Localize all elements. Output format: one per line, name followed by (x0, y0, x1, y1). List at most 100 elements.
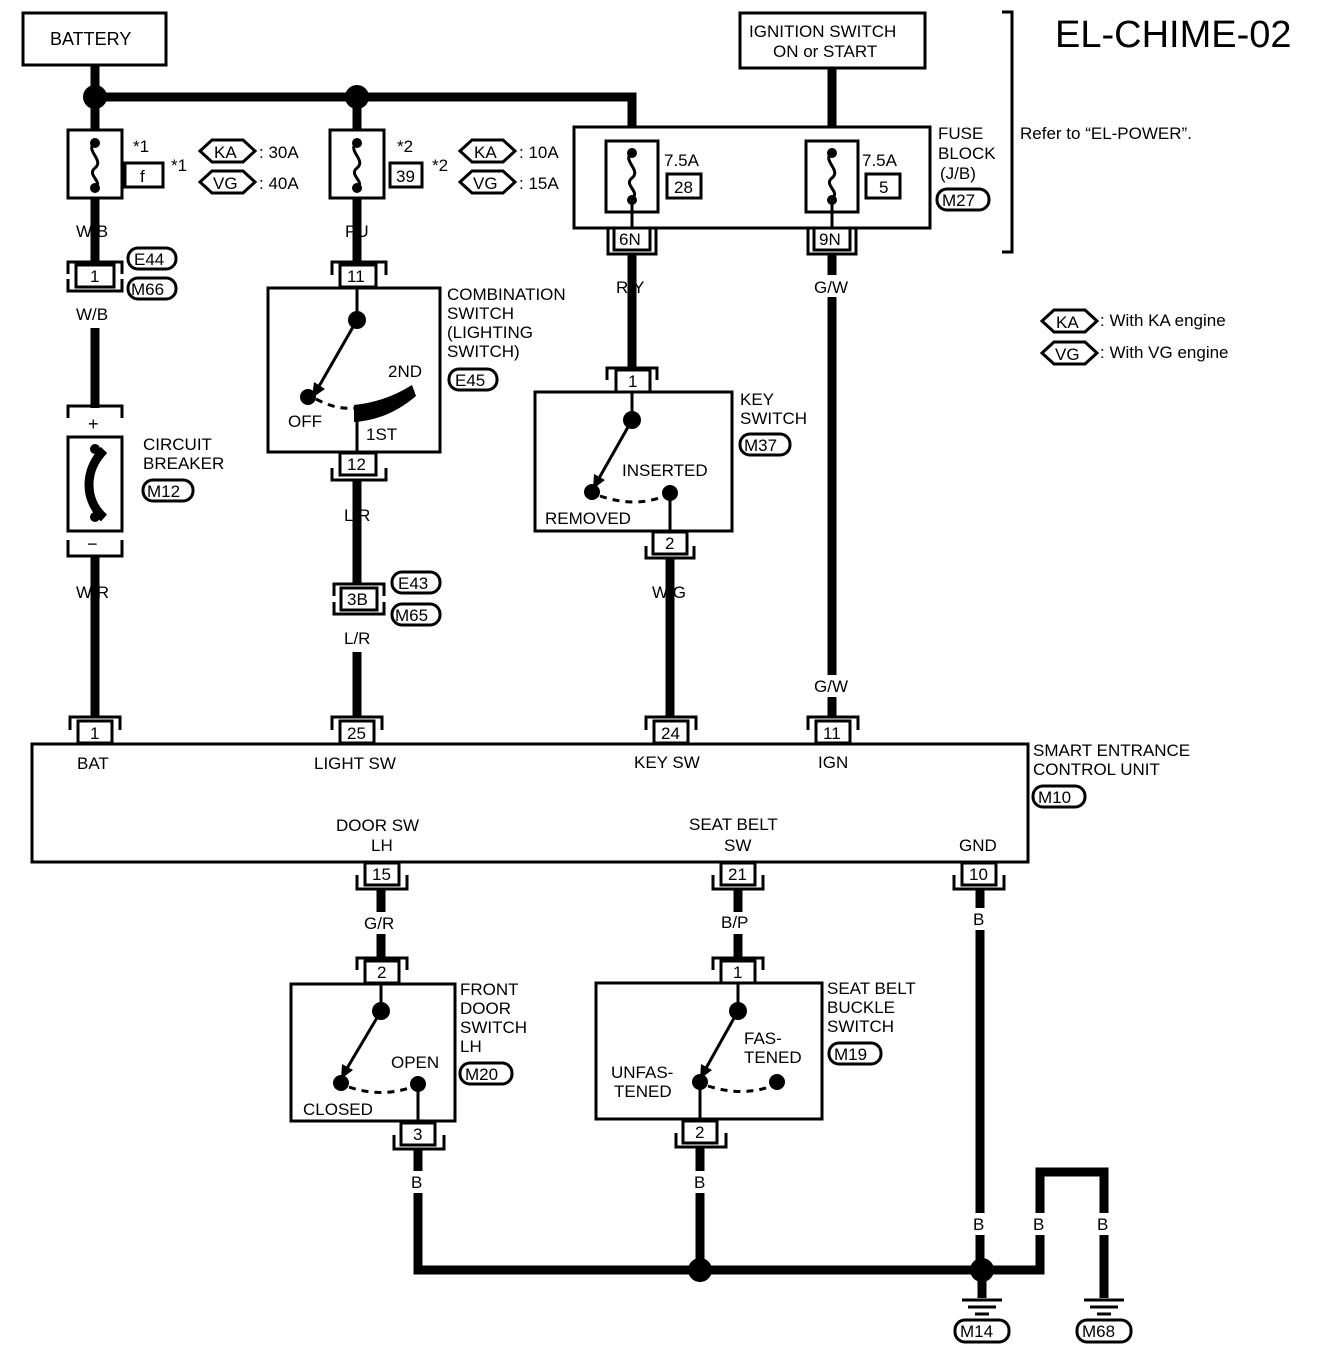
fuse-block-label-line3: (J/B) (940, 164, 976, 183)
cu-lbl-door2: LH (371, 836, 393, 855)
battery-label: BATTERY (50, 29, 131, 49)
ka-rating-39: : 10A (519, 143, 559, 162)
fuse28-amp: 7.5A (664, 151, 700, 170)
refer-note: Refer to “EL-POWER”. (1020, 124, 1192, 143)
fuse28-term-top (627, 148, 637, 158)
comb-sw-first: 1ST (366, 425, 397, 444)
key-sw-top-housing (605, 366, 659, 380)
term-6n: 6N (619, 230, 641, 249)
cu-pin-bat: 1 (90, 724, 99, 743)
wire-label-bp: B/P (721, 913, 748, 932)
cu-pin-bat-housing (68, 715, 122, 730)
fuse-block-label-line2: BLOCK (938, 144, 996, 163)
ka-badge-39 (457, 138, 518, 164)
cu-lbl-door1: DOOR SW (336, 816, 419, 835)
comb-sw-blade (316, 319, 359, 389)
m68-tag-box (1075, 1318, 1133, 1344)
belt-sw-unf2: TENED (614, 1082, 672, 1101)
comb-sw-second: 2ND (388, 362, 422, 381)
belt-sw-top-housing (711, 956, 765, 970)
key-sw-removed-contact (584, 484, 600, 500)
m12-tag: M12 (147, 482, 180, 501)
cu-label-line1: SMART ENTRANCE (1033, 741, 1190, 760)
door-sw-pin-bot: 3 (413, 1125, 422, 1144)
belt-sw-dashed-arc (707, 1084, 773, 1093)
ignition-label-line2: ON or START (773, 42, 877, 61)
fuse-block-bracket (1002, 10, 1014, 254)
cu-pin-gnd-box (960, 861, 998, 887)
belt-sw-blade (703, 1010, 740, 1071)
breaker-term-top (90, 444, 100, 454)
breaker-label-line1: CIRCUIT (143, 435, 212, 454)
fuse39-id: 39 (396, 167, 415, 186)
belt-sw-pin-bot-box (681, 1119, 719, 1145)
vg-badge-f (197, 169, 258, 195)
vg-badge-f-text: VG (213, 174, 238, 193)
connector-e43-pin-box (339, 586, 379, 612)
door-sw-label-line2: DOOR (460, 999, 511, 1018)
bp-label-bg (719, 912, 759, 934)
key-sw-dashed-arc (599, 494, 665, 504)
m66-tag: M66 (131, 280, 164, 299)
breaker-element (84, 446, 108, 522)
m66-tag-box (126, 276, 178, 301)
m27-tag: M27 (942, 191, 975, 210)
e43-tag: E43 (398, 574, 428, 593)
legend-ka-badge-text: KA (1056, 313, 1079, 332)
door-sw-closed-contact (333, 1075, 349, 1091)
cu-lbl-bat: BAT (77, 754, 109, 773)
cu-pin-door-box (363, 861, 401, 887)
b-gnd-bg (970, 908, 990, 930)
comb-sw-label-line2: SWITCH (447, 304, 514, 323)
breaker-minus: − (87, 534, 98, 554)
comb-sw-top-housing (330, 260, 388, 275)
connector-e44-pin: 1 (90, 267, 99, 286)
e44-tag: E44 (134, 250, 164, 269)
cu-pin-key-housing (644, 715, 698, 730)
connector-e44-housing (66, 260, 124, 274)
door-sw-open: OPEN (391, 1053, 439, 1072)
connector-e43-pin: 3B (347, 590, 368, 609)
gw-label-bg-top (812, 275, 858, 297)
vg-badge-39 (457, 169, 518, 195)
fuse-5-symbol (827, 151, 837, 200)
key-sw-label-line1: KEY (740, 390, 774, 409)
wire-label-gw-top: G/W (814, 278, 848, 297)
comb-sw-dashed-arc (315, 397, 357, 410)
door-sw-pin-bot-box (399, 1121, 437, 1147)
wire-label-b-jump: B (1033, 1215, 1044, 1234)
door-sw-pin-top: 2 (377, 963, 386, 982)
connector-e43-lower (332, 602, 386, 616)
legend-ka-badge (1039, 308, 1100, 334)
control-unit-box (30, 742, 1030, 864)
connector-e43-housing (332, 582, 386, 596)
ka-badge-39-text: KA (474, 143, 497, 162)
wire-label-b-belt: B (694, 1173, 705, 1192)
cu-lbl-key: KEY SW (634, 753, 700, 772)
fuse39-note: *2 (432, 156, 448, 175)
comb-sw-pin-bot: 12 (347, 455, 366, 474)
belt-sw-label-line3: SWITCH (827, 1017, 894, 1036)
ka-rating-f: : 30A (259, 143, 299, 162)
comb-sw-pin-top: 11 (347, 267, 365, 286)
cu-pin-belt-box (719, 861, 757, 887)
legend-vg-badge (1039, 340, 1100, 366)
m27-tag-box (935, 187, 991, 212)
wire-label-wb-top: W/B (76, 222, 108, 241)
key-sw-pin-bot-box (651, 530, 689, 556)
door-sw-label-line4: LH (460, 1037, 482, 1056)
b-m14-bg (970, 1213, 990, 1235)
top-bus-wire (95, 92, 637, 130)
wire-label-lr-top: L/R (344, 506, 370, 525)
fuse39-term-bot (352, 183, 362, 193)
key-sw-inserted: INSERTED (622, 461, 708, 480)
wire-label-wr: W/R (76, 583, 109, 602)
key-sw-pin-top: 1 (628, 372, 637, 391)
comb-sw-label-line4: SWITCH) (447, 342, 520, 361)
wire-label-b-m68: B (1097, 1215, 1108, 1234)
connector-e44-pin-box (74, 263, 116, 289)
door-sw-label-line1: FRONT (460, 980, 519, 999)
m10-tag: M10 (1038, 788, 1071, 807)
door-sw-closed: CLOSED (303, 1100, 373, 1119)
cu-pin-light-housing (330, 715, 384, 730)
